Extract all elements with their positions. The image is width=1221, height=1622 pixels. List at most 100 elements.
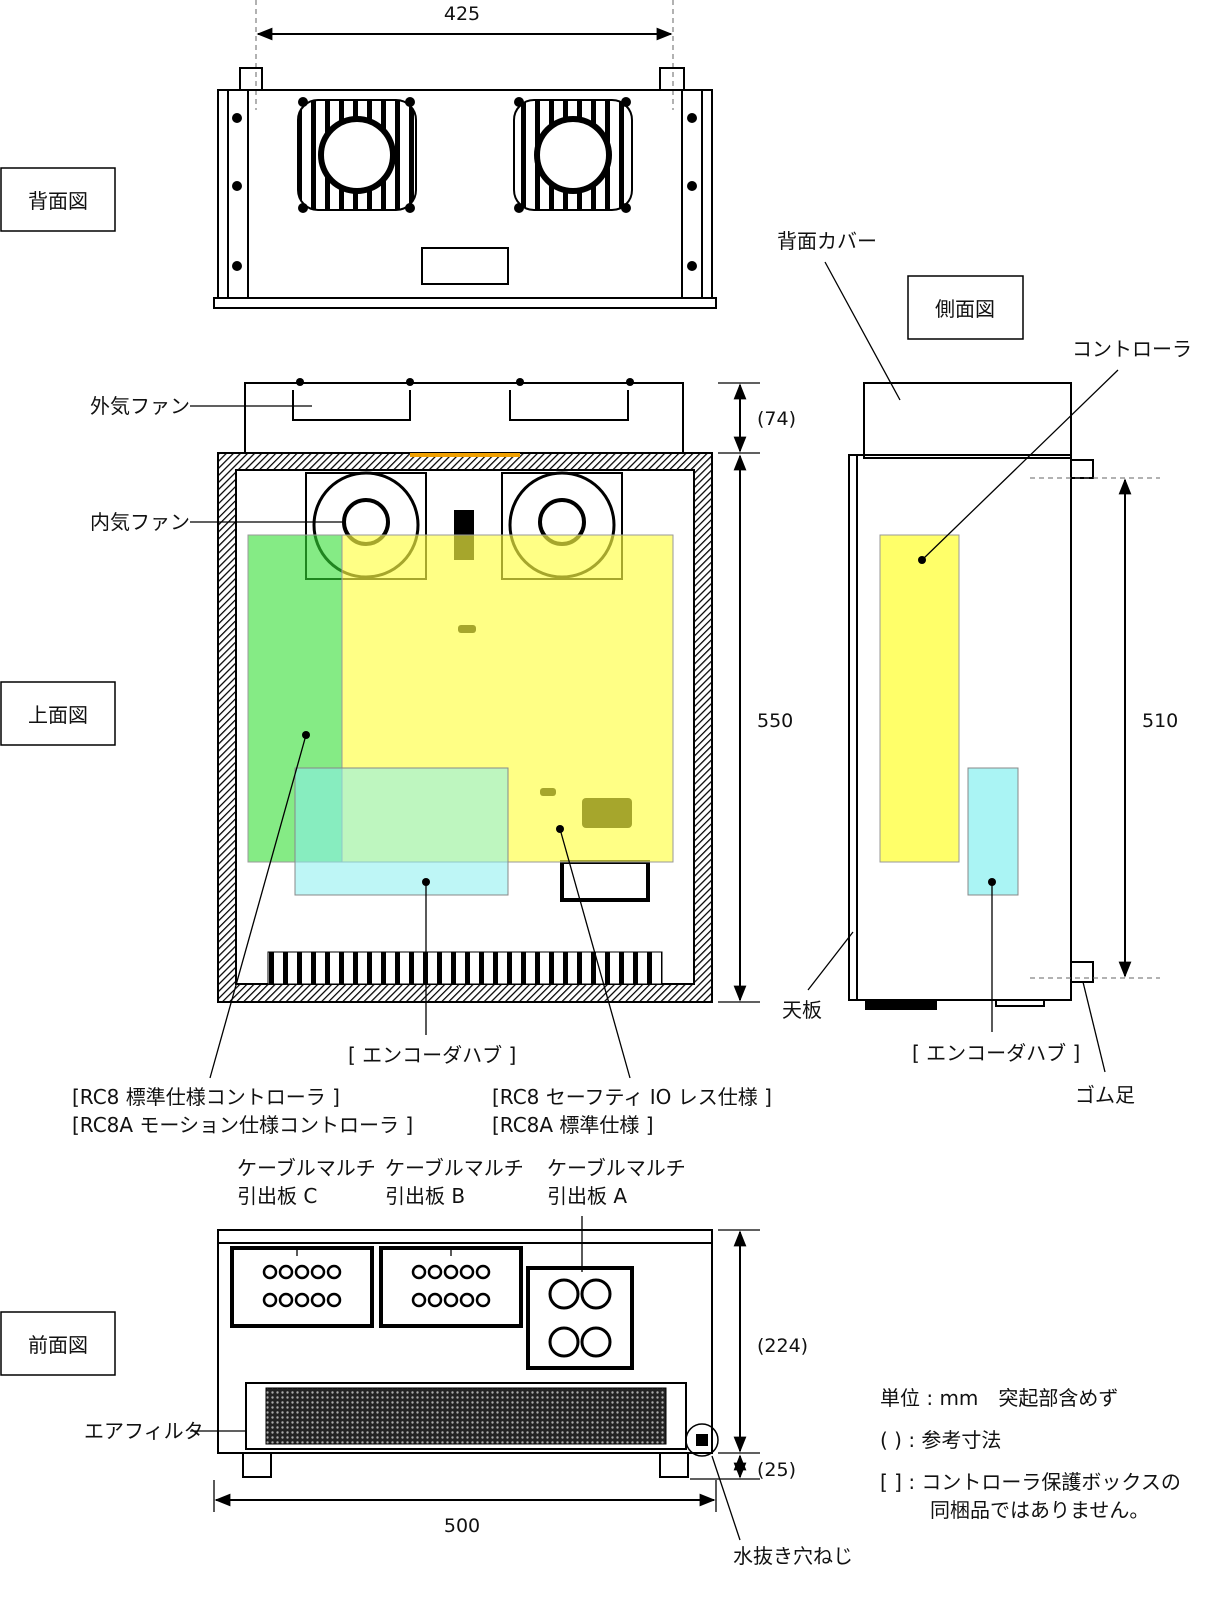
drawing-line [326,1292,342,1308]
drawing-line [421,247,509,285]
drawing-line [230,1246,374,1328]
callout-back-cover: 背面カバー [777,229,877,253]
drawing-line: 前面図 [28,1333,88,1357]
label-side-view: 側面図 [907,275,1024,340]
label-front-view: 前面図 [0,1311,116,1376]
drawing-line [405,97,415,107]
drawing-line [621,203,631,213]
drawing-line [278,1292,294,1308]
drawing-line [405,203,415,213]
drawing-line [296,378,634,386]
front-view: ケーブルマルチ 引出板 C ケーブルマルチ 引出板 B ケーブルマルチ 引出板 … [84,1156,853,1568]
inner-fan-left [305,471,427,580]
callout-controller-right-1: [RC8 セーフティ IO レス仕様 ] [492,1085,772,1109]
callout-cable-c-2: 引出板 C [237,1184,317,1208]
drawing-line [232,113,242,123]
note-bracket-1: [ ] : コントローラ保護ボックスの [880,1470,1181,1494]
drawing-line [294,1264,310,1280]
air-filter [245,1382,687,1450]
drawing-line [1070,961,1094,983]
drawing-line [807,931,854,991]
drawing-line [580,1326,612,1358]
dimension-front-height: (224) [757,1335,808,1357]
drawing-line [687,261,697,271]
drawing-line [265,1387,667,1445]
back-fan-left [297,99,417,211]
drawing-line [824,261,901,401]
drawing-line [516,378,524,386]
drawing-line [379,1246,523,1328]
drawing-line [687,181,697,191]
notes: 単位 : mm 突起部含めず ( ) : 参考寸法 [ ] : コントローラ保護… [880,1386,1181,1522]
drawing-line [239,67,263,91]
drawing-line: 側面図 [935,297,995,321]
dimension-side-height: 510 [1142,710,1178,732]
callout-cable-c-1: ケーブルマルチ [237,1156,376,1180]
drawing-line [298,203,308,213]
drawing-line [443,1292,459,1308]
drawing-line [0,1311,116,1376]
drawing-line [262,1292,278,1308]
drawing-line [526,1266,634,1370]
drawing-line [995,999,1045,1007]
drawing-line [548,1278,580,1310]
drawing-line [427,1264,443,1280]
callout-inner-fan: 内気ファン [90,510,190,534]
drawing-line [411,1264,427,1280]
drawing-line: 背面図 [28,189,88,213]
drawing-line [310,1292,326,1308]
dimension-fan-cover: (74) [757,408,796,430]
drawing-line [475,1292,491,1308]
label-back-view: 背面図 [0,167,116,232]
drawing-line [245,1382,687,1450]
drawing-line [209,734,307,1079]
drawing-line [232,97,697,271]
drawing-line [213,297,717,309]
drawing-line [514,97,524,107]
drawing-line [217,1229,713,1454]
label-top-view: 上面図 [0,681,116,746]
back-fan-right [513,99,633,211]
drain-screw-circle [685,1423,719,1457]
callout-controller-right-2: [RC8A 標準仕様 ] [492,1113,654,1137]
drawing-line [863,382,1072,459]
drawing-line [298,97,308,107]
drawing-line [232,261,242,271]
drawing-line [696,1434,708,1446]
drawing-line [475,1264,491,1280]
side-view: 510 背面カバー コントローラ 天板 [ エンコーダハブ ] ゴム足 [777,229,1192,1107]
side-encoder-hub-region [967,767,1019,896]
drawing-line [580,1278,612,1310]
top-view: (74) 550 外気ファン 内気ファン [ エンコーダハブ ] [RC8 標準… [72,378,796,1137]
drawing-line [443,1264,459,1280]
back-view: 425 [213,0,717,309]
drawing-line [1070,459,1094,479]
drawing-line [534,116,612,194]
callout-encoder-hub-top: [ エンコーダハブ ] [348,1043,516,1067]
callout-air-filter: エアフィルタ [84,1419,204,1443]
drawing-line [262,1264,278,1280]
drawing-line: 上面図 [28,703,88,727]
drawing-line [292,390,629,421]
callout-cable-b-2: 引出板 B [385,1184,465,1208]
drawing-line [0,167,116,232]
drawing-line [232,181,242,191]
callout-controller-left-1: [RC8 標準仕様コントローラ ] [72,1085,340,1109]
drawing-line [548,1278,612,1358]
drawing-line [427,1292,443,1308]
cable-plate-c [230,1246,374,1328]
dimension-width-back: 425 [444,3,480,25]
drawing-line [621,97,631,107]
encoder-hub-region [294,767,509,896]
drawing-line [294,1292,310,1308]
note-unit: 単位 : mm 突起部含めず [880,1386,1118,1410]
callout-encoder-hub-side: [ エンコーダハブ ] [912,1041,1080,1065]
drawing-line [711,1455,741,1541]
drawing-line [326,1264,342,1280]
drawing-line [459,1264,475,1280]
drawing-line [559,828,631,1079]
drawing-line [659,1452,689,1478]
side-controller-region [879,534,960,863]
callout-drain-screw: 水抜き穴ねじ [733,1544,853,1568]
callout-outer-fan: 外気ファン [90,394,190,418]
